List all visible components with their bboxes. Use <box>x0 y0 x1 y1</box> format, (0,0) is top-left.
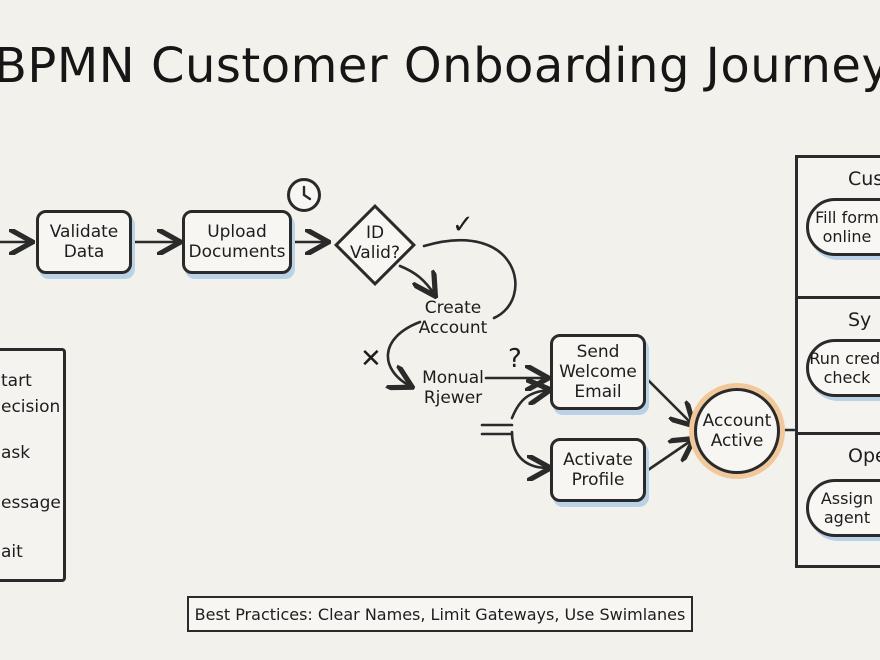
account-active-end-event: Account Active <box>694 388 780 474</box>
flow-gateway-to-manual <box>388 320 422 386</box>
check-icon: ✓ <box>452 210 474 240</box>
activate-profile-label: Activate Profile <box>563 450 633 490</box>
manual-review-label: Monual Rjewer <box>422 368 484 408</box>
legend-item-decision: ecision <box>1 397 61 417</box>
lane-task-label: Run credi check <box>809 349 880 387</box>
lane-task-label: Assign agent <box>820 489 874 527</box>
swimlane-title: Ope <box>848 445 880 467</box>
flow-split-to-email <box>510 390 548 420</box>
create-account-label: Create Account <box>418 298 488 338</box>
question-icon: ? <box>508 344 522 374</box>
validate-data-label: Validate Data <box>49 222 119 262</box>
lane-task: Fill form online <box>806 198 880 256</box>
activate-profile-task: Activate Profile <box>550 438 646 502</box>
lane-task-label: Fill form online <box>815 208 879 246</box>
upload-documents-task: Upload Documents <box>182 210 292 274</box>
lane-task: Run credi check <box>806 339 880 397</box>
cross-icon: ✕ <box>360 344 382 374</box>
flow-gateway-to-create <box>398 264 434 294</box>
legend-item-start: tart <box>1 371 32 391</box>
gateway-label: ID Valid? <box>350 223 400 263</box>
swimlanes: Cus Fill form online Sy Run credi check … <box>795 155 880 568</box>
timer-icon <box>287 178 321 212</box>
flow-split-to-activate <box>510 430 548 468</box>
send-welcome-email-task: Send Welcome Email <box>550 334 646 410</box>
legend-item-wait: ait <box>1 542 23 562</box>
swimlane-system: Sy Run credi check <box>798 296 880 435</box>
upload-documents-label: Upload Documents <box>188 222 286 262</box>
swimlane-operations: Ope Assign agent <box>798 432 880 569</box>
swimlane-customer: Cus Fill form online <box>798 158 880 298</box>
page-title: BPMN Customer Onboarding Journey <box>0 38 880 94</box>
id-valid-gateway: ID Valid? <box>330 200 420 290</box>
lane-task: Assign agent <box>806 479 880 537</box>
swimlane-title: Cus <box>848 168 880 190</box>
flow-email-to-end <box>646 378 692 424</box>
parallel-mark <box>480 423 514 436</box>
send-welcome-email-label: Send Welcome Email <box>559 342 637 402</box>
legend: tart ecision ask essage ait <box>0 348 66 582</box>
flow-valid-loop <box>422 239 517 320</box>
legend-item-message: essage <box>1 493 61 513</box>
swimlane-title: Sy <box>848 309 872 331</box>
best-practices-note: Best Practices: Clear Names, Limit Gatew… <box>187 596 693 632</box>
account-active-label: Account Active <box>702 411 772 451</box>
validate-data-task: Validate Data <box>36 210 132 274</box>
legend-item-task: ask <box>1 443 31 463</box>
flow-activate-to-end <box>646 440 692 472</box>
